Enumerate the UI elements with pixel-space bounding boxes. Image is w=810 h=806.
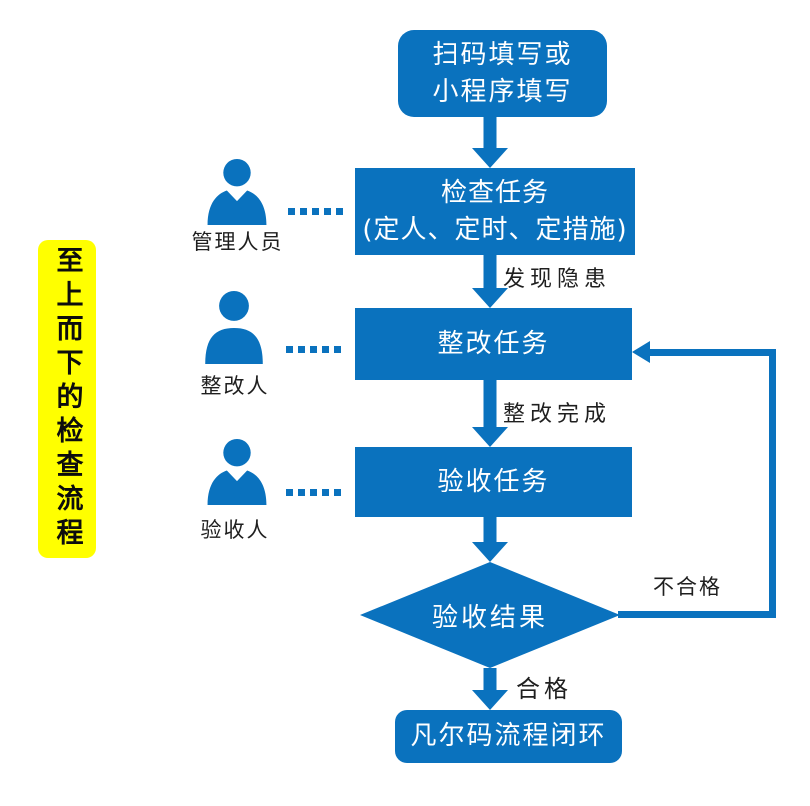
- arrow-down-icon: [472, 517, 508, 562]
- edge-label-pass: 合格: [516, 675, 572, 703]
- arrow-down-icon: [472, 117, 508, 168]
- person-icon: [205, 291, 263, 364]
- dotted-connector: [286, 489, 344, 496]
- manager-icon: [207, 159, 267, 225]
- edge-label-found-issue: 发现隐患: [503, 267, 612, 292]
- node-inspect-task: 检查任务 (定人、定时、定措施): [355, 168, 635, 255]
- role-label-rectifier: 整改人: [200, 374, 270, 398]
- arrow-left-icon: [632, 341, 650, 363]
- node-end-closed-loop: 凡尔码流程闭环: [395, 710, 622, 763]
- loop-line-bottom: [618, 611, 776, 618]
- arrow-down-icon: [472, 255, 508, 308]
- node-decision-result: 验收结果: [360, 562, 620, 668]
- role-label-acceptor: 验收人: [200, 518, 270, 542]
- acceptor-icon: [207, 439, 267, 505]
- node-rectify-task: 整改任务: [355, 308, 632, 380]
- process-title-banner: 至上而下的检查流程: [38, 240, 96, 558]
- dotted-connector: [286, 346, 344, 353]
- arrow-down-icon: [472, 380, 508, 447]
- edge-label-fail: 不合格: [653, 575, 722, 599]
- dotted-connector: [288, 208, 346, 215]
- node-start: 扫码填写或 小程序填写: [398, 30, 607, 117]
- loop-line-right: [769, 349, 776, 615]
- arrow-down-icon: [472, 668, 508, 710]
- loop-line-top: [649, 349, 776, 356]
- role-label-manager: 管理人员: [191, 230, 284, 254]
- edge-label-rectify-done: 整改完成: [503, 402, 612, 427]
- node-accept-task: 验收任务: [355, 447, 632, 517]
